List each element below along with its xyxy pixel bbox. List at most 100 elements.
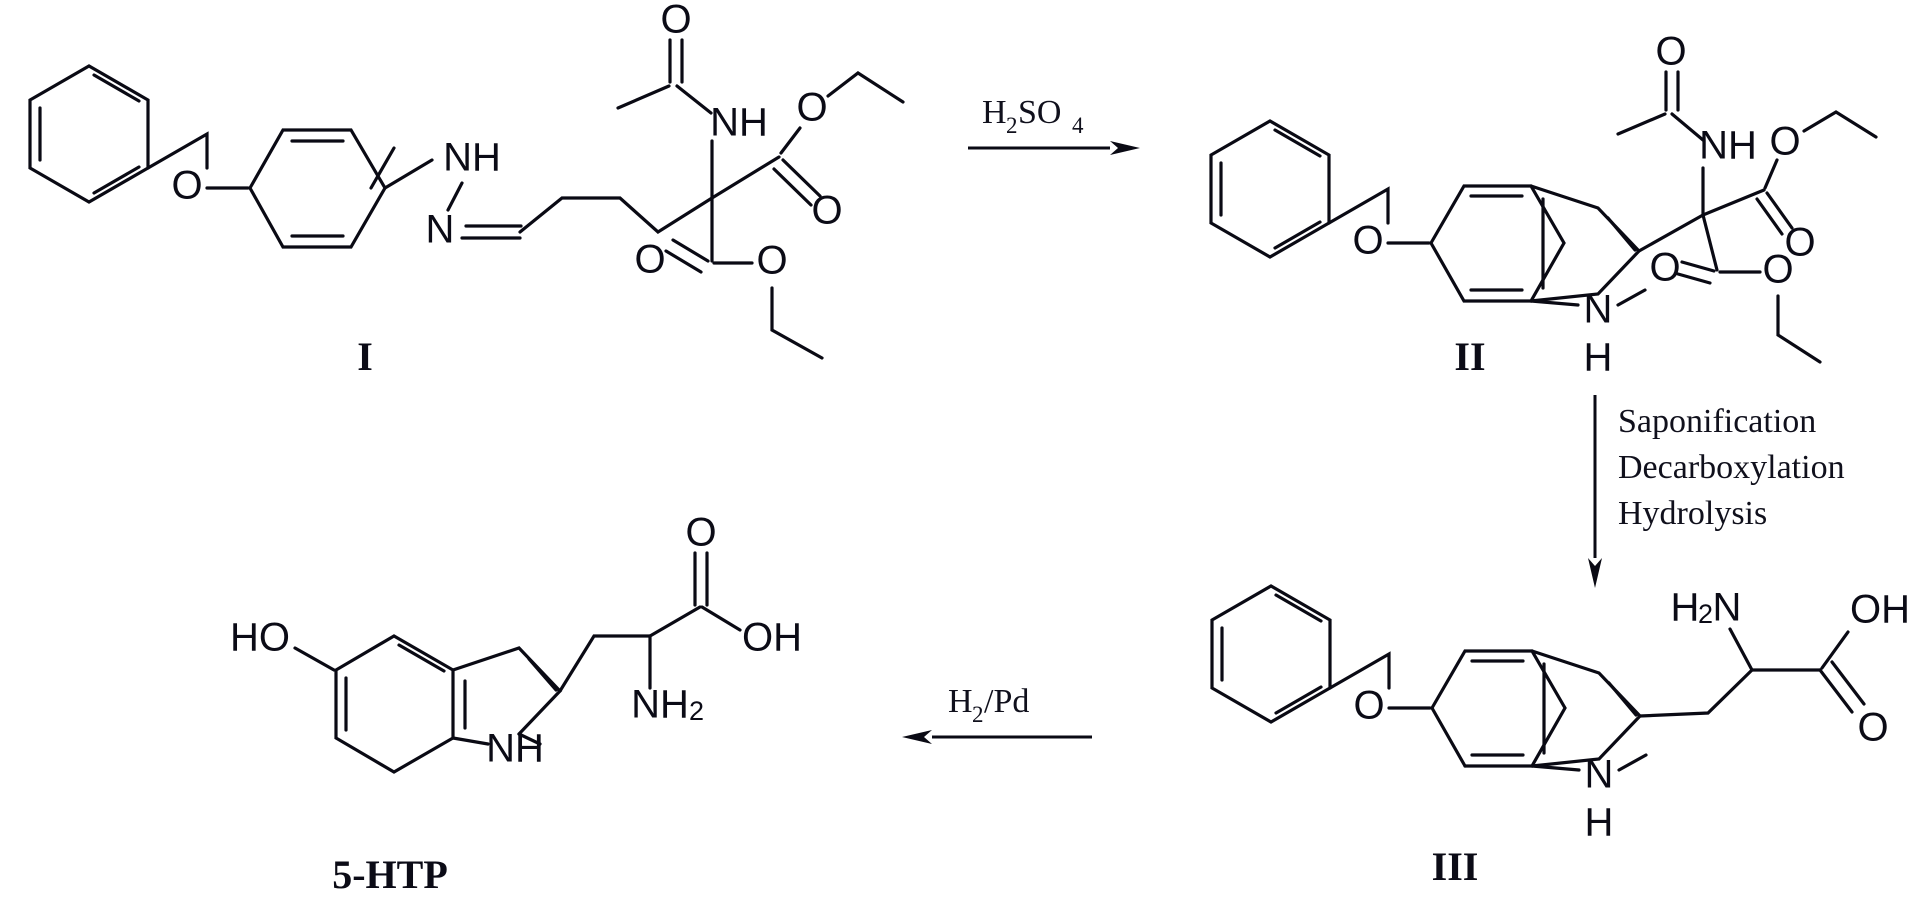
benzyl-ch2-II: [1327, 186, 1390, 225]
condition-h2so4-H: H: [982, 94, 1007, 131]
compound-label-5htp: 5-HTP: [332, 852, 448, 897]
atom-label-H-indoleNH-II: H: [1584, 336, 1613, 380]
propyl-chain-I: [518, 196, 714, 234]
cooh-oh-bond-III: [1820, 630, 1850, 670]
condition-h2so4-sub2: 2: [1006, 113, 1018, 138]
benzyl-ch2-III: [1328, 651, 1391, 690]
atom-label-O-ester2-I: O: [756, 239, 787, 283]
alphaC-to-nh2-III: [1728, 627, 1754, 672]
nh-to-acetylC-II: [1670, 112, 1705, 142]
atom-label-H2N-sub-III: 2: [1698, 599, 1713, 629]
atom-label-O-ester2-carbonyl-I: O: [634, 238, 665, 282]
indole-benzo-ring-5htp: [334, 634, 455, 774]
atom-label-O-ester2-carbonyl-II: O: [1649, 246, 1680, 290]
ester1-co-double-I: [781, 158, 822, 198]
cooh-double-III: [1818, 668, 1854, 714]
ho-to-ring-5htp: [293, 646, 336, 672]
ester1-o-bond-I: [779, 126, 802, 155]
atom-label-O-ester1-carbonyl-II: O: [1784, 221, 1815, 265]
compound-III-structure: O N H H 2 N: [1210, 584, 1910, 889]
atom-label-NH-indole-5htp: NH: [486, 727, 544, 771]
indole-pyrrole-ring-5htp: [451, 646, 563, 746]
ester1-ethyl-II: [1802, 110, 1878, 139]
quatC-to-ester1-II: [1701, 188, 1766, 217]
atom-label-OH-III: OH: [1850, 588, 1910, 632]
ester2-ethyl-II: [1776, 294, 1822, 364]
indole-pyrrole-ring-II: [1529, 184, 1642, 303]
condition-h2so4-sub4: 4: [1072, 113, 1084, 138]
arrow-head-2: [1588, 558, 1602, 588]
ester1-co-double-II: [1765, 191, 1794, 230]
ester1-ethyl-I: [826, 71, 905, 104]
compound-II-structure: O N H NH: [1209, 30, 1878, 380]
ester1-co-double-II-b: [1755, 197, 1784, 236]
atom-label-O-carbonyl-III: O: [1857, 706, 1888, 750]
benzyl-ring-II: [1209, 119, 1331, 259]
aryl-to-nh-I: [383, 158, 434, 190]
indole-benzo-ring-III: [1430, 649, 1567, 768]
quatC-to-ester2-II: [1701, 213, 1719, 272]
atom-label-O-ester1-II: O: [1769, 120, 1800, 164]
atom-label-O-ether-III: O: [1353, 684, 1384, 728]
pyrrole-n-bond-right-II: [1616, 288, 1647, 307]
alphaC-to-cooh-5htp: [648, 605, 702, 638]
n-n-bond-I: [446, 181, 464, 212]
arrow-head-3: [902, 730, 932, 744]
compound-label-I: I: [357, 334, 373, 379]
arrow-II-to-III-group: Saponification Decarboxylation Hydrolysi…: [1588, 395, 1845, 588]
atom-label-O-ester1-carbonyl-I: O: [811, 189, 842, 233]
pyrrole-n-bond-left-II: [1529, 299, 1580, 307]
indole-benzo-ring-II: [1429, 184, 1566, 303]
atom-label-NH2-sub-5htp: 2: [689, 696, 704, 726]
pyrrole-n-bond-left-III: [1530, 764, 1581, 772]
atom-label-NH-hydrazone-I: NH: [443, 136, 501, 180]
ester2-co-double-I: [671, 238, 710, 263]
benzyl-ch2-I: [146, 131, 209, 170]
atom-label-O-acetyl-I: O: [660, 0, 691, 42]
atom-label-O-ether-I: O: [171, 164, 202, 208]
atom-label-O-ether-II: O: [1352, 219, 1383, 263]
condition-h2pd-sub: 2: [972, 702, 984, 727]
indole-to-quatC-II: [1637, 213, 1705, 253]
sidechain-ch2-III: [1638, 668, 1754, 718]
aryl-ring-I: [248, 128, 396, 249]
compound-I-structure: O NH N NH: [28, 0, 905, 379]
ester1-co-double-I-b: [772, 167, 813, 207]
condition-decarboxylation: Decarboxylation: [1618, 449, 1845, 486]
condition-hydrolysis: Hydrolysis: [1618, 495, 1767, 532]
acetyl-methyl-II: [1616, 112, 1667, 136]
atom-label-O-ester2-II: O: [1762, 248, 1793, 292]
condition-h2so4-SO: SO: [1018, 94, 1061, 131]
atom-label-N-hydrazone-I: N: [426, 208, 455, 252]
pyrrole-n-bond-right-III: [1617, 753, 1648, 772]
condition-h2pd-H: H: [948, 683, 973, 720]
ester2-co-double-I-b: [664, 249, 703, 274]
atom-label-H2N-N-III: N: [1713, 586, 1742, 630]
acetyl-methyl-I: [616, 84, 671, 110]
ester1-o-bond-II: [1763, 158, 1779, 190]
atom-label-NH-acetamide-I: NH: [710, 101, 768, 145]
compound-label-III: III: [1432, 844, 1479, 889]
atom-label-OH-5htp: OH: [742, 616, 802, 660]
atom-label-H-indoleNH-III: H: [1585, 801, 1614, 845]
cooh-oh-bond-5htp: [700, 605, 742, 632]
atom-label-N-indole-III: N: [1585, 753, 1614, 797]
benzyl-ring-I: [28, 64, 150, 204]
atom-label-O-acetyl-II: O: [1655, 30, 1686, 74]
atom-label-N-indole-II: N: [1584, 288, 1613, 332]
compound-5HTP-structure: HO NH NH 2: [230, 511, 802, 897]
ester2-co-double-II: [1680, 260, 1716, 273]
nh-to-carbonyl-I: [675, 84, 713, 115]
atom-label-NH-acetamide-II: NH: [1699, 124, 1757, 168]
atom-label-O-ester1-I: O: [796, 86, 827, 130]
arrow-III-to-5HTP-group: H 2 /Pd: [902, 683, 1092, 744]
ester2-co-double-II-b: [1676, 272, 1712, 285]
atom-label-H2N-H-III: H: [1671, 586, 1700, 630]
atom-label-O-carbonyl-5htp: O: [685, 511, 716, 555]
ester2-ethyl-I: [770, 286, 824, 360]
benzyl-ring-III: [1210, 584, 1332, 724]
compound-label-II: II: [1454, 334, 1485, 379]
atom-label-NH2-N-5htp: NH: [631, 683, 689, 727]
